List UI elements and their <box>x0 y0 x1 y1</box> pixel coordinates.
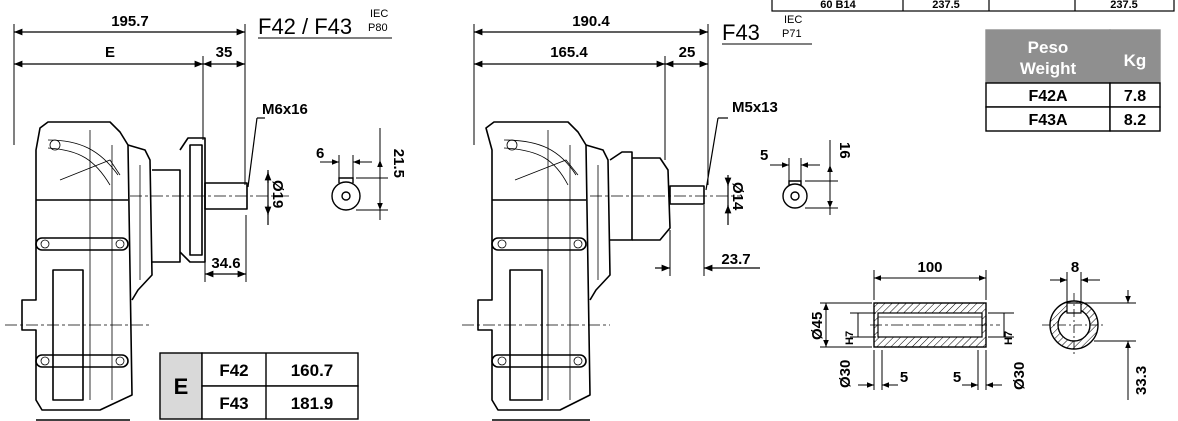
gearbox-drawing-2 <box>462 24 838 421</box>
iec-label-1: IEC <box>370 8 388 20</box>
shaft-length-label-1: 34.6 <box>211 255 240 272</box>
iec-code-2: P71 <box>782 28 802 40</box>
hollow-key-height-label: 33.3 <box>1133 366 1150 395</box>
weight-table-value-f42a: 7.8 <box>1124 88 1146 105</box>
e-table-model-f42: F42 <box>219 361 248 380</box>
flange-length-label-2: 25 <box>679 44 696 61</box>
bore-tolerance-right: H7 <box>1003 331 1015 345</box>
shaft-length-label-2: 23.7 <box>721 251 750 268</box>
gearbox-drawing-1 <box>5 24 388 421</box>
outer-diameter-label: Ø45 <box>809 312 826 340</box>
hollow-key-width-label: 8 <box>1071 259 1079 276</box>
e-table-model-f43: F43 <box>219 394 248 413</box>
overall-length-label-2: 190.4 <box>572 13 610 30</box>
e-table <box>159 352 359 420</box>
key-height-label-1: 21.5 <box>390 149 407 178</box>
bore-diameter-left-label: Ø30 <box>837 360 854 388</box>
drawing-2-title: F43 <box>722 20 760 45</box>
e-table-value-f43: 181.9 <box>291 394 334 413</box>
iec-code-1: P80 <box>368 22 388 34</box>
weight-table-header-weight: Weight <box>1020 59 1077 78</box>
weight-table-value-f43a: 8.2 <box>1124 112 1146 129</box>
thread-label-2: M5x13 <box>732 99 778 116</box>
shaft-diameter-label-1: Ø19 <box>269 180 286 208</box>
top-table-cell-2: 237.5 <box>932 0 960 11</box>
weight-table-model-f43a: F43A <box>1028 112 1068 129</box>
iec-label-2: IEC <box>784 14 802 26</box>
bore-tolerance-left: H7 <box>844 331 856 345</box>
e-table-value-f42: 160.7 <box>291 361 334 380</box>
bore-diameter-right-label: Ø30 <box>1011 362 1028 390</box>
e-dimension-label: E <box>105 44 115 61</box>
hollow-shaft-drawing <box>820 270 1136 400</box>
chamfer-right-label: 5 <box>953 369 961 386</box>
thread-label-1: M6x16 <box>262 101 308 118</box>
chamfer-left-label: 5 <box>900 369 908 386</box>
top-table-fragment <box>771 0 1175 12</box>
e-table-label: E <box>174 374 189 399</box>
flange-length-label: 35 <box>216 44 233 61</box>
hollow-length-label: 100 <box>917 259 942 276</box>
weight-table-header-peso: Peso <box>1028 38 1069 57</box>
shaft-diameter-label-2: Ø14 <box>729 182 746 211</box>
top-table-cell-3: 237.5 <box>1110 0 1138 11</box>
overall-length-label: 195.7 <box>111 13 149 30</box>
key-height-label-2: 16 <box>836 142 853 159</box>
top-table-cell-1: 60 B14 <box>820 0 856 11</box>
weight-table-header-unit: Kg <box>1124 51 1147 70</box>
inner-length-label-2: 165.4 <box>550 44 588 61</box>
weight-table-model-f42a: F42A <box>1028 88 1068 105</box>
drawing-1-title: F42 / F43 <box>258 14 352 39</box>
key-width-label-2: 5 <box>760 147 768 164</box>
weight-table <box>985 29 1161 132</box>
key-width-label-1: 6 <box>316 145 324 162</box>
